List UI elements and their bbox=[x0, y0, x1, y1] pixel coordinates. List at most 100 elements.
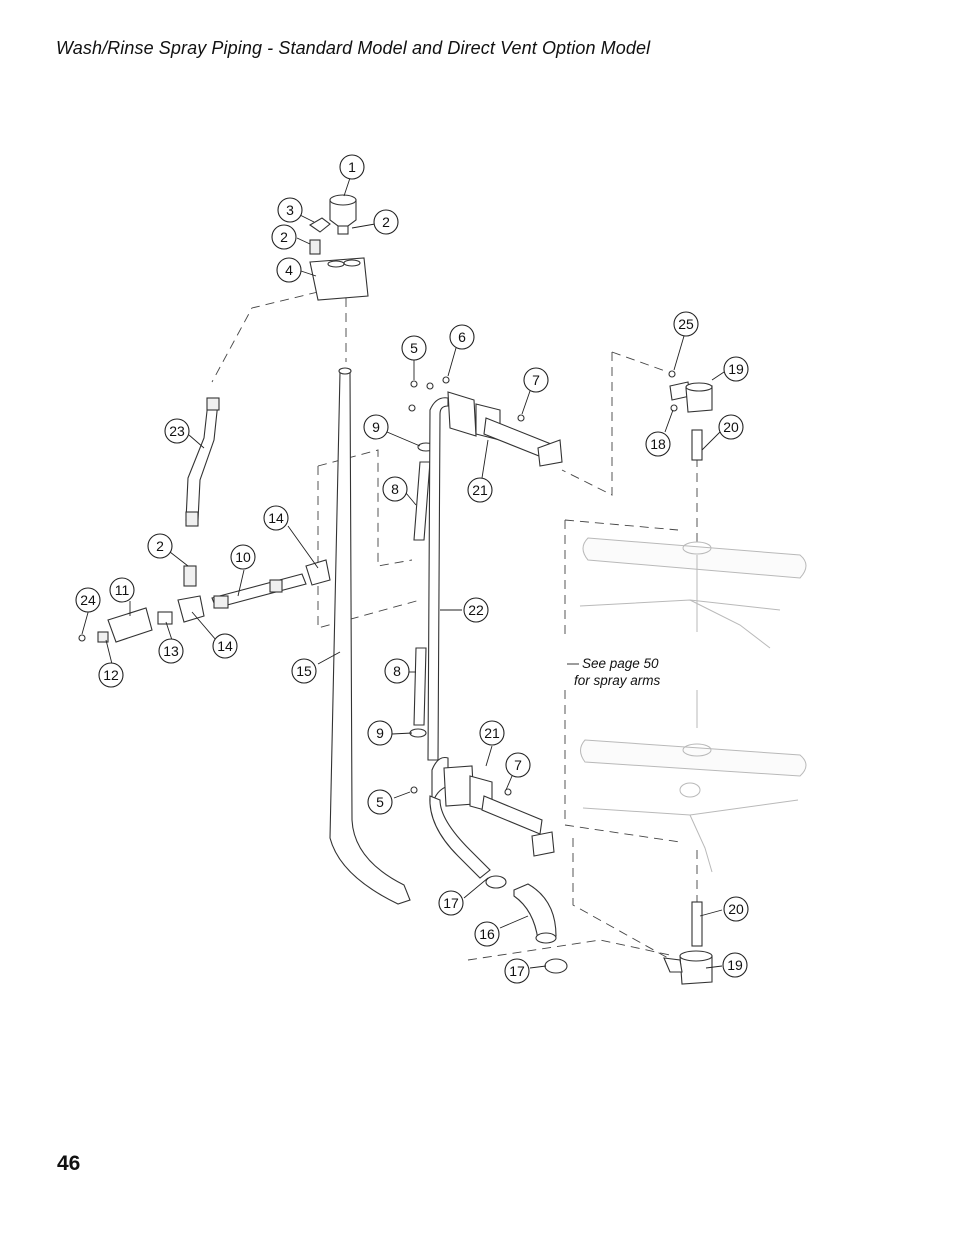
callout-17: 17 bbox=[504, 958, 530, 984]
callout-17: 17 bbox=[438, 890, 464, 916]
callout-number: 6 bbox=[458, 329, 466, 345]
callout-circle bbox=[504, 958, 530, 984]
callout-20: 20 bbox=[718, 414, 744, 440]
callout-23: 23 bbox=[164, 418, 190, 444]
callout-number: 16 bbox=[479, 926, 495, 942]
callout-circle bbox=[98, 662, 124, 688]
callout-9: 9 bbox=[363, 414, 389, 440]
callout-number: 20 bbox=[728, 901, 744, 917]
callout-circle bbox=[164, 418, 190, 444]
callout-7: 7 bbox=[523, 367, 549, 393]
callout-circle bbox=[230, 544, 256, 570]
callout-13: 13 bbox=[158, 638, 184, 664]
callout-22: 22 bbox=[463, 597, 489, 623]
callout-number: 14 bbox=[268, 510, 284, 526]
spray-arms-note: See page 50 for spray arms bbox=[567, 656, 661, 688]
callout-circle bbox=[438, 890, 464, 916]
callout-number: 17 bbox=[509, 963, 525, 979]
callout-number: 23 bbox=[169, 423, 185, 439]
callout-circle bbox=[367, 789, 393, 815]
callout-circle bbox=[291, 658, 317, 684]
callout-circle bbox=[147, 533, 173, 559]
callout-circle bbox=[363, 414, 389, 440]
callout-circle bbox=[382, 476, 408, 502]
callout-circle bbox=[463, 597, 489, 623]
callout-number: 5 bbox=[410, 340, 418, 356]
callout-8: 8 bbox=[382, 476, 408, 502]
leader-lines bbox=[81, 177, 725, 969]
page-number: 46 bbox=[57, 1152, 81, 1175]
callout-number: 19 bbox=[728, 361, 744, 377]
callout-circle bbox=[109, 577, 135, 603]
callout-circle bbox=[474, 921, 500, 947]
page-title: Wash/Rinse Spray Piping - Standard Model… bbox=[56, 38, 651, 58]
callout-circle bbox=[158, 638, 184, 664]
callout-14: 14 bbox=[263, 505, 289, 531]
callout-number: 13 bbox=[163, 643, 179, 659]
callout-19: 19 bbox=[723, 356, 749, 382]
callout-number: 25 bbox=[678, 316, 694, 332]
callout-number: 9 bbox=[376, 725, 384, 741]
callout-circle bbox=[75, 587, 101, 613]
callout-circle bbox=[384, 658, 410, 684]
callout-number: 11 bbox=[115, 582, 130, 598]
callout-2: 2 bbox=[373, 209, 399, 235]
parts bbox=[78, 194, 713, 985]
callout-circle bbox=[479, 720, 505, 746]
callout-number: 1 bbox=[348, 159, 356, 175]
callout-7: 7 bbox=[505, 752, 531, 778]
callout-number: 4 bbox=[285, 262, 293, 278]
callout-circle bbox=[723, 896, 749, 922]
callout-9: 9 bbox=[367, 720, 393, 746]
callout-circle bbox=[523, 367, 549, 393]
callout-11: 11 bbox=[109, 577, 135, 603]
callout-circle bbox=[277, 197, 303, 223]
callout-circle bbox=[212, 633, 238, 659]
callout-number: 22 bbox=[468, 602, 484, 618]
callout-10: 10 bbox=[230, 544, 256, 570]
note-line-2: for spray arms bbox=[574, 673, 661, 688]
callout-21: 21 bbox=[479, 720, 505, 746]
callout-circle bbox=[722, 952, 748, 978]
callout-16: 16 bbox=[474, 921, 500, 947]
callout-5: 5 bbox=[367, 789, 393, 815]
callout-circle bbox=[645, 431, 671, 457]
callout-3: 3 bbox=[277, 197, 303, 223]
callout-number: 17 bbox=[443, 895, 459, 911]
callout-number: 21 bbox=[484, 725, 500, 741]
callout-circle bbox=[467, 477, 493, 503]
callout-number: 15 bbox=[296, 663, 312, 679]
callout-4: 4 bbox=[276, 257, 302, 283]
callout-14: 14 bbox=[212, 633, 238, 659]
callout-21: 21 bbox=[467, 477, 493, 503]
callout-number: 9 bbox=[372, 419, 380, 435]
callout-number: 3 bbox=[286, 202, 294, 218]
note-line-1: See page 50 bbox=[582, 656, 659, 671]
callout-number: 12 bbox=[103, 667, 119, 683]
callout-5: 5 bbox=[401, 335, 427, 361]
callout-circle bbox=[401, 335, 427, 361]
callout-number: 2 bbox=[156, 538, 164, 554]
callout-number: 2 bbox=[280, 229, 288, 245]
callout-20: 20 bbox=[723, 896, 749, 922]
callout-number: 19 bbox=[727, 957, 743, 973]
callout-circle bbox=[367, 720, 393, 746]
callout-number: 21 bbox=[472, 482, 488, 498]
callout-number: 14 bbox=[217, 638, 233, 654]
callout-12: 12 bbox=[98, 662, 124, 688]
callout-number: 24 bbox=[80, 592, 96, 608]
callout-8: 8 bbox=[384, 658, 410, 684]
callout-circle bbox=[673, 311, 699, 337]
callout-2: 2 bbox=[147, 533, 173, 559]
callout-number: 20 bbox=[723, 419, 739, 435]
callout-circle bbox=[373, 209, 399, 235]
callout-19: 19 bbox=[722, 952, 748, 978]
callout-number: 2 bbox=[382, 214, 390, 230]
assembly-lines bbox=[211, 291, 698, 961]
callout-circle bbox=[723, 356, 749, 382]
spray-arms-reference bbox=[579, 537, 807, 873]
callout-circle bbox=[263, 505, 289, 531]
callout-25: 25 bbox=[673, 311, 699, 337]
